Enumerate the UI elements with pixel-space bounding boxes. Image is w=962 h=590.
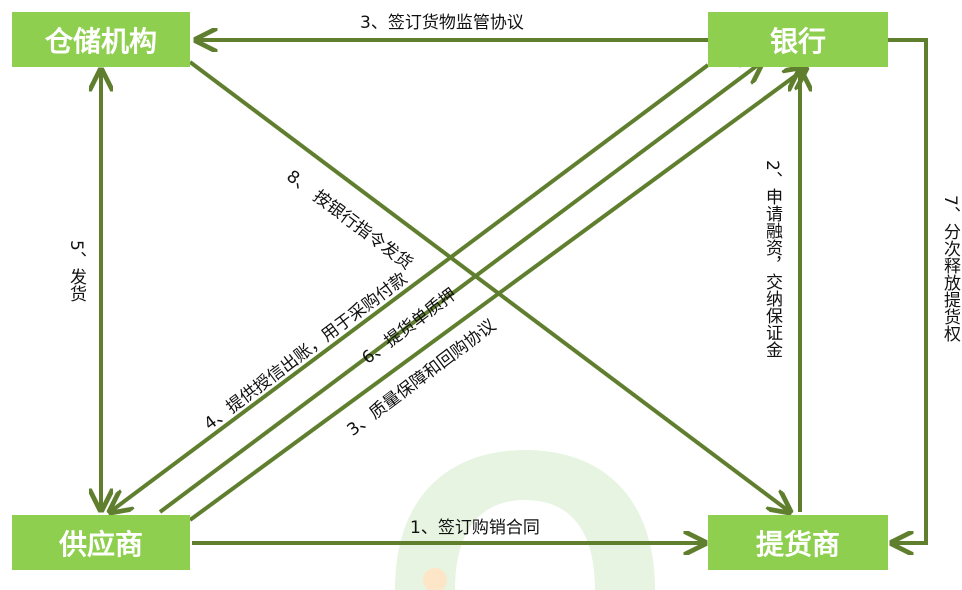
node-distributor: 提货商 [708, 515, 888, 570]
label-contract: 1、签订购销合同 [410, 518, 540, 538]
node-supplier: 供应商 [12, 515, 190, 570]
arrow-credit [110, 63, 710, 512]
label-shipping: 5、发货 [66, 240, 86, 302]
label-release: 7、分次释放提货权 [940, 195, 960, 342]
flow-diagram [0, 0, 928, 570]
label-agreement-top: 3、签订货物监管协议 [360, 13, 524, 33]
arrow-deliver-instruction [188, 60, 790, 512]
arrow-release [888, 38, 928, 543]
node-bank: 银行 [708, 12, 888, 67]
node-warehouse: 仓储机构 [12, 12, 190, 67]
arrow-buyback [188, 68, 806, 522]
label-financing: 2、申请融资，交纳保证金 [762, 160, 782, 358]
arrow-pledge [158, 62, 762, 514]
